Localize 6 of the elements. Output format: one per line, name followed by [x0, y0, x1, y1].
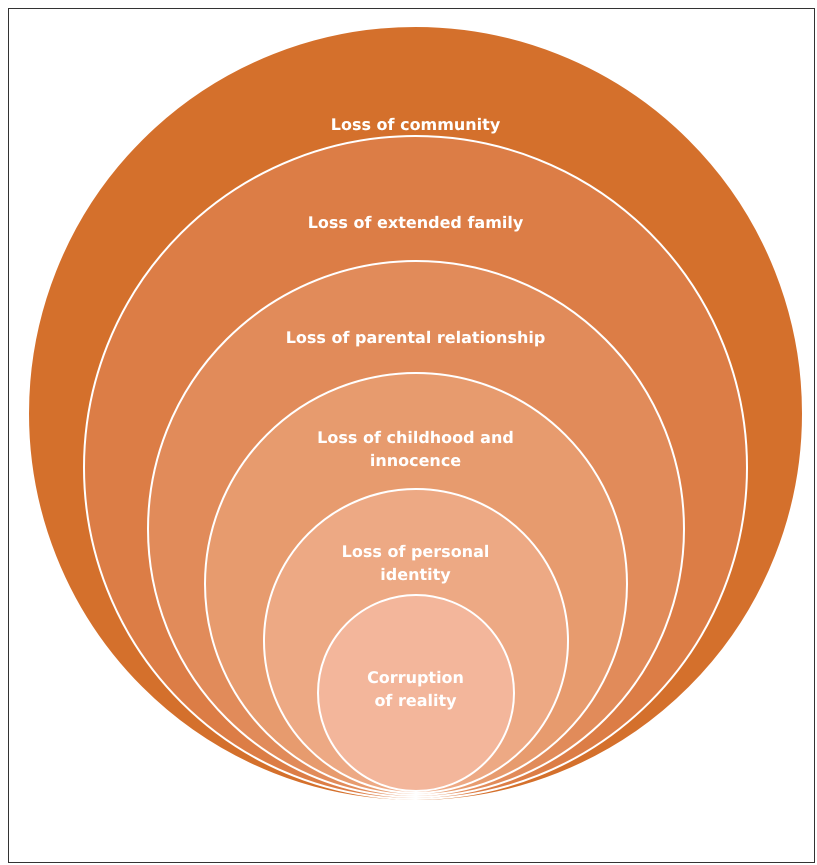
circle-label: Loss of personal identity: [340, 541, 490, 586]
circle-label: Loss of childhood and innocence: [316, 427, 515, 472]
circle-label: Loss of community: [330, 114, 502, 136]
circle-label: Loss of parental relationship: [284, 327, 546, 349]
circle-label: Corruption of reality: [366, 667, 465, 712]
circle-label: Loss of extended family: [306, 212, 524, 234]
